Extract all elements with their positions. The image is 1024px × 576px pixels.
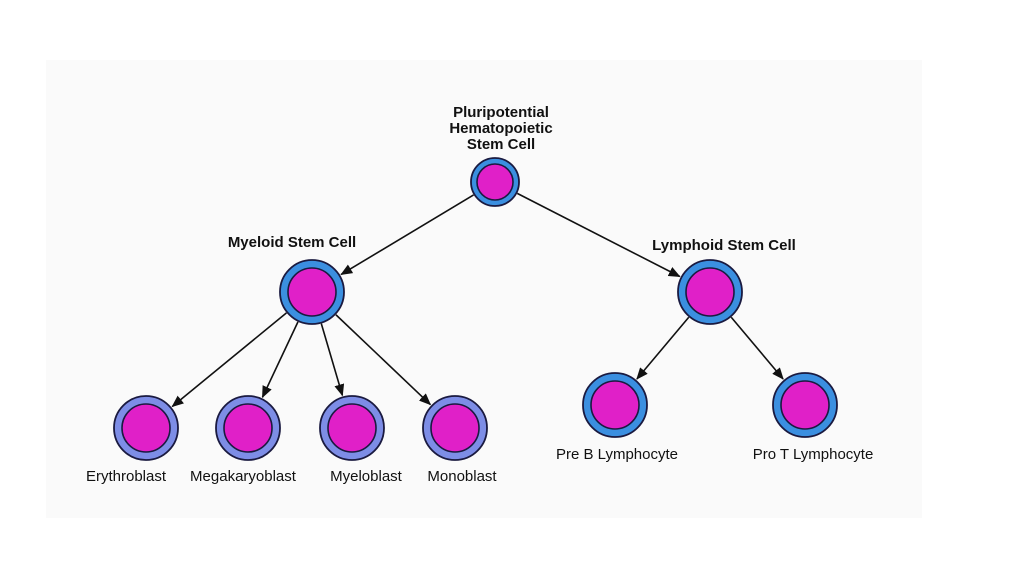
label-line: Pre B Lymphocyte: [556, 446, 678, 463]
cell-root: [470, 157, 520, 207]
label-line: Hematopoietic: [449, 120, 552, 137]
arrow-myeloid-to-myeloblast: [320, 323, 345, 397]
label-myeloblast: Myeloblast: [330, 468, 403, 485]
cell-myeloid: [279, 259, 345, 325]
cell-nucleus: [327, 403, 377, 453]
arrow-lymphoid-to-pro-t: [730, 316, 784, 380]
cell-nucleus: [121, 403, 171, 453]
label-lymphoid: Lymphoid Stem Cell: [652, 237, 796, 254]
cell-lymphoid: [677, 259, 743, 325]
label-line: Pro T Lymphocyte: [753, 446, 874, 463]
label-line: Myeloid Stem Cell: [228, 234, 356, 251]
cell-nucleus: [223, 403, 273, 453]
label-monoblast: Monoblast: [427, 468, 497, 485]
arrow-myeloid-to-erythroblast: [171, 312, 287, 408]
arrow-root-to-myeloid: [340, 194, 474, 276]
label-line: Pluripotential: [453, 104, 549, 121]
cell-monoblast: [422, 395, 488, 461]
arrow-myeloid-to-megakaryoblast: [261, 321, 299, 399]
cell-nucleus: [430, 403, 480, 453]
label-pre-b: Pre B Lymphocyte: [556, 446, 678, 463]
cell-nucleus: [287, 267, 337, 317]
cell-nucleus: [780, 380, 830, 430]
arrow-lymphoid-to-pre-b: [636, 316, 690, 380]
label-erythroblast: Erythroblast: [86, 468, 167, 485]
label-line: Myeloblast: [330, 468, 403, 485]
cell-erythroblast: [113, 395, 179, 461]
cell-pre-b: [582, 372, 648, 438]
arrow-myeloid-to-monoblast: [335, 314, 432, 406]
cell-nucleus: [476, 163, 514, 201]
cell-megakaryoblast: [215, 395, 281, 461]
label-line: Lymphoid Stem Cell: [652, 237, 796, 254]
label-line: Erythroblast: [86, 468, 167, 485]
label-line: Megakaryoblast: [190, 468, 297, 485]
cell-nucleus: [685, 267, 735, 317]
arrow-root-to-lymphoid: [516, 192, 681, 278]
label-myeloid: Myeloid Stem Cell: [228, 234, 356, 251]
label-line: Monoblast: [427, 468, 497, 485]
cell-myeloblast: [319, 395, 385, 461]
label-line: Stem Cell: [467, 136, 535, 153]
label-pro-t: Pro T Lymphocyte: [753, 446, 874, 463]
cell-nucleus: [590, 380, 640, 430]
label-megakaryoblast: Megakaryoblast: [190, 468, 297, 485]
cell-pro-t: [772, 372, 838, 438]
